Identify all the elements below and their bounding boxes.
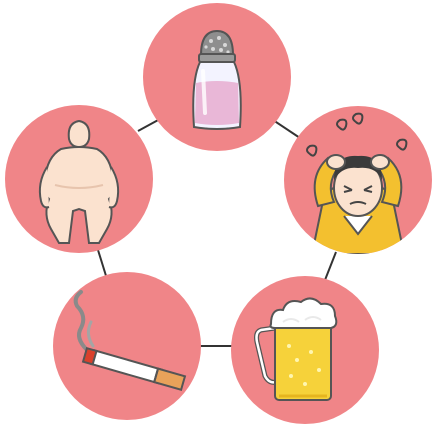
- salt-node: [143, 3, 291, 151]
- alcohol-node: [231, 276, 379, 424]
- smoking-node: [53, 272, 201, 420]
- obese-body-icon: [5, 105, 153, 253]
- obesity-node: [5, 105, 153, 253]
- stressed-man-icon: [284, 106, 432, 254]
- cigarette-icon: [53, 272, 201, 420]
- salt-shaker-icon: [143, 3, 291, 151]
- beer-mug-icon: [231, 276, 379, 424]
- stress-node: [284, 106, 432, 254]
